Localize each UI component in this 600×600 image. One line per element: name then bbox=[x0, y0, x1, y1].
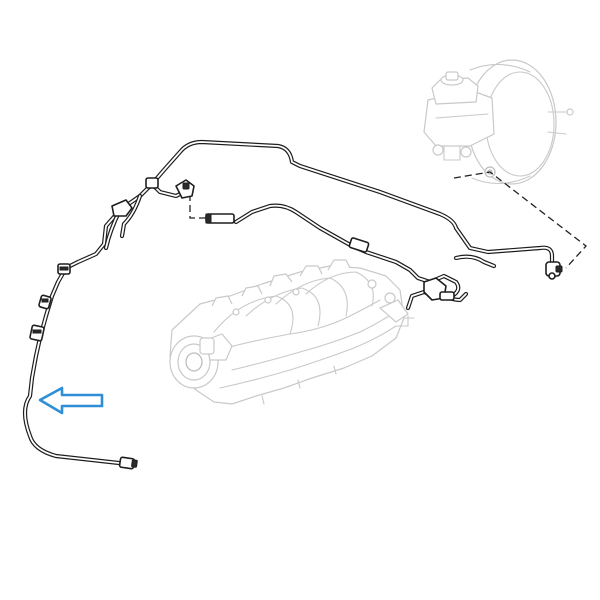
brake-fluid-reservoir bbox=[431, 77, 479, 105]
brake-booster-assembly bbox=[423, 59, 574, 185]
hollow-left-arrow-icon bbox=[38, 386, 104, 415]
inline-joint-secondary bbox=[348, 237, 370, 253]
intake-manifold bbox=[169, 259, 415, 405]
vacuum-hose-main bbox=[22, 139, 555, 467]
leader-lines bbox=[189, 171, 587, 269]
tee-fitting bbox=[111, 199, 133, 217]
booster-leader-line bbox=[453, 171, 587, 269]
hose-fittings bbox=[29, 177, 563, 470]
tee-leader-line bbox=[189, 194, 206, 219]
